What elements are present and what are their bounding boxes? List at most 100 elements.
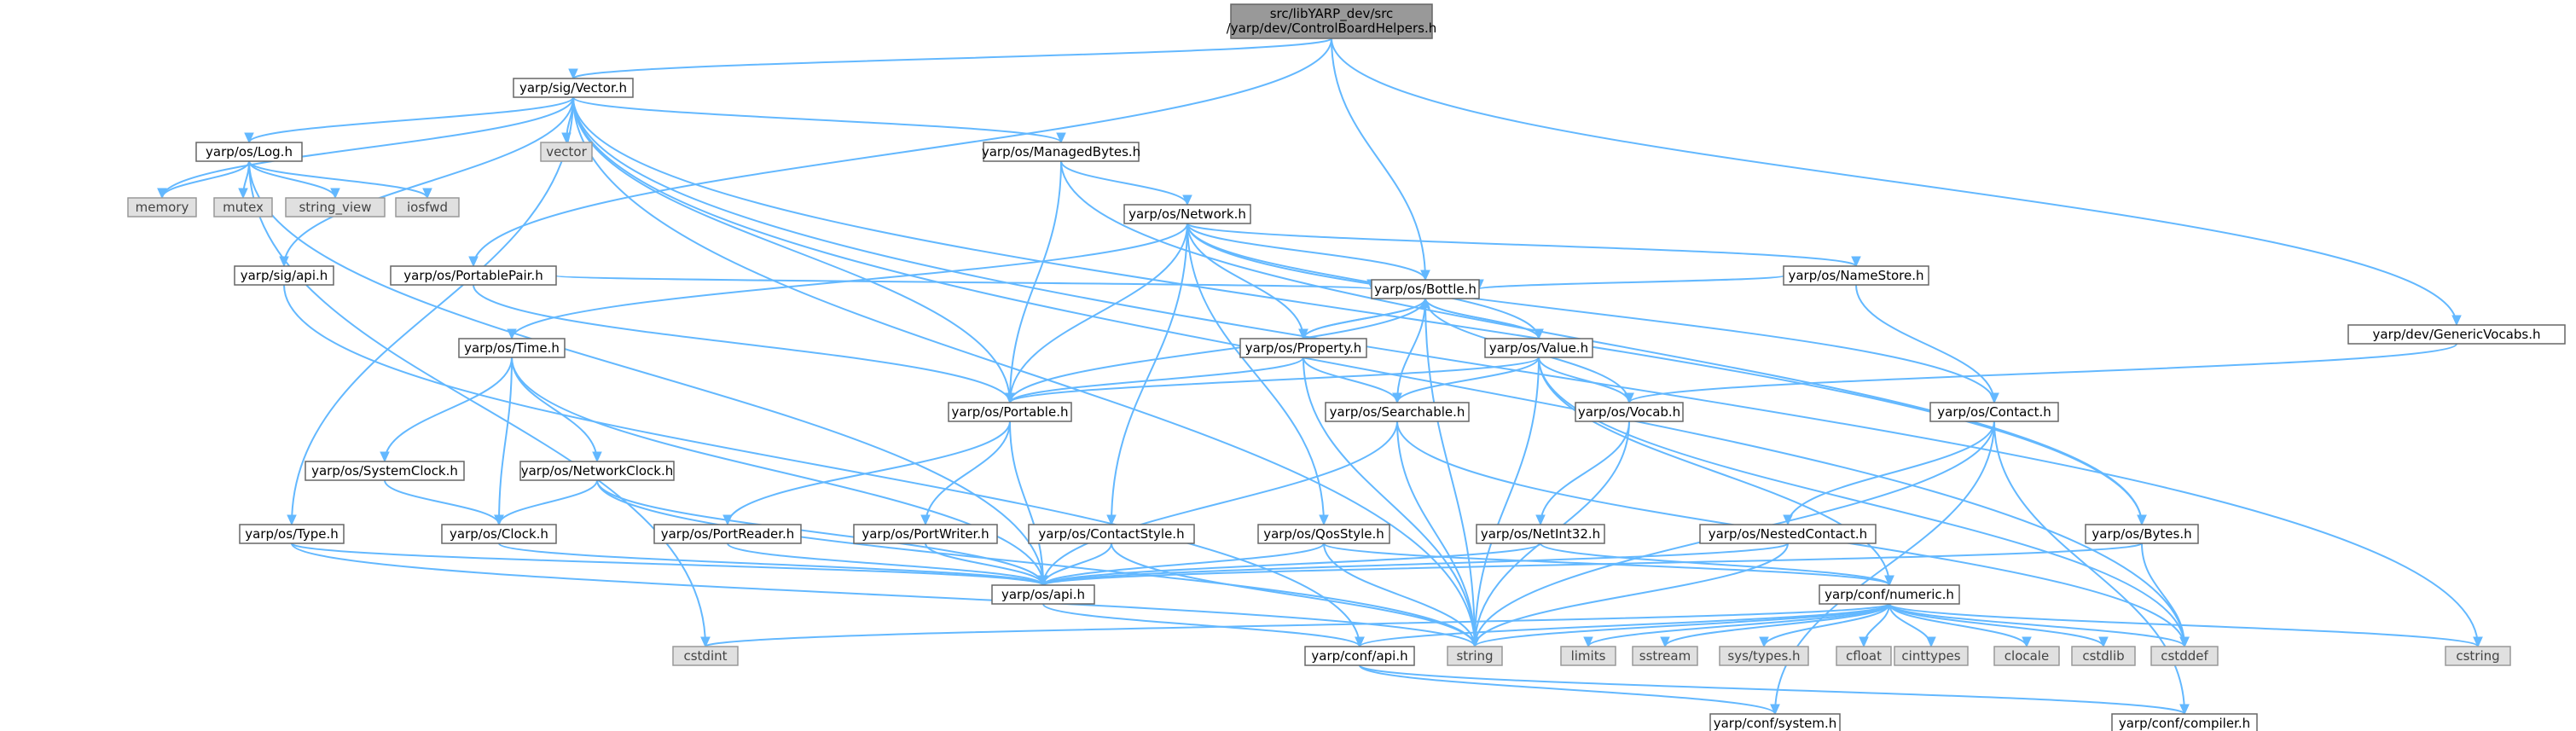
edge-arrowhead — [1056, 132, 1066, 144]
node-box — [1894, 646, 1969, 666]
root-node[interactable]: src/libYARP_dev/src/yarp/dev/ControlBoar… — [1227, 3, 1437, 39]
node-systypes: sys/types.h — [1719, 646, 1809, 666]
node-label: cstdlib — [2082, 648, 2124, 664]
include-edge — [1359, 664, 1776, 715]
include-edge — [727, 421, 1011, 525]
include-edge — [1774, 421, 1995, 715]
node-portablepair[interactable]: yarp/os/PortablePair.h — [390, 265, 557, 286]
include-edge — [498, 479, 598, 525]
edge-arrowhead — [1355, 636, 1365, 648]
include-edge — [1474, 603, 1890, 647]
node-vector-h[interactable]: yarp/sig/Vector.h — [513, 78, 634, 98]
node-bytes[interactable]: yarp/os/Bytes.h — [2085, 524, 2199, 544]
node-confsystem[interactable]: yarp/conf/system.h — [1709, 713, 1841, 731]
node-box — [2111, 713, 2258, 731]
node-osapi[interactable]: yarp/os/api.h — [991, 584, 1095, 605]
node-managedbytes[interactable]: yarp/os/ManagedBytes.h — [982, 142, 1140, 162]
include-edge — [1888, 603, 2028, 647]
node-label: sys/types.h — [1727, 648, 1800, 664]
node-box — [285, 197, 386, 218]
node-netint32[interactable]: yarp/os/NetInt32.h — [1476, 524, 1605, 544]
node-label: yarp/os/Clock.h — [450, 526, 548, 542]
include-edge — [1009, 160, 1062, 403]
node-mutex: mutex — [213, 197, 273, 218]
include-edge — [1474, 357, 1540, 647]
node-confcompiler[interactable]: yarp/conf/compiler.h — [2111, 713, 2258, 731]
include-edge — [1303, 357, 1476, 647]
include-edge — [555, 275, 1372, 290]
node-label: yarp/sig/api.h — [241, 268, 328, 283]
node-type[interactable]: yarp/os/Type.h — [239, 524, 345, 544]
include-edge — [248, 160, 428, 199]
node-portreader[interactable]: yarp/os/PortReader.h — [653, 524, 802, 544]
include-edge — [1763, 603, 1890, 647]
node-log[interactable]: yarp/os/Log.h — [195, 142, 303, 162]
edge-arrowhead — [1926, 636, 1936, 648]
node-nestedcontact[interactable]: yarp/os/NestedContact.h — [1699, 524, 1877, 544]
node-cstddef: cstddef — [2150, 646, 2219, 666]
node-bottle[interactable]: yarp/os/Bottle.h — [1371, 279, 1480, 299]
node-network[interactable]: yarp/os/Network.h — [1123, 204, 1251, 224]
edge-arrowhead — [1660, 636, 1670, 648]
node-box — [1929, 402, 2059, 422]
edge-arrowhead — [722, 514, 733, 526]
node-label: yarp/os/SystemClock.h — [311, 463, 458, 479]
node-box — [1239, 338, 1367, 358]
node-vocab[interactable]: yarp/os/Vocab.h — [1575, 402, 1684, 422]
node-box — [672, 646, 739, 666]
edge-arrowhead — [157, 188, 167, 200]
node-box — [2150, 646, 2219, 666]
edge-arrowhead — [2179, 636, 2190, 648]
node-sigapi[interactable]: yarp/sig/api.h — [234, 265, 334, 286]
node-box — [234, 265, 334, 286]
edge-arrowhead — [468, 256, 479, 268]
node-systemclock[interactable]: yarp/os/SystemClock.h — [305, 461, 465, 481]
node-label: cinttypes — [1901, 648, 1960, 664]
edge-arrowhead — [2473, 636, 2483, 648]
node-portwriter[interactable]: yarp/os/PortWriter.h — [853, 524, 998, 544]
node-qosstyle[interactable]: yarp/os/QosStyle.h — [1257, 524, 1390, 544]
node-time[interactable]: yarp/os/Time.h — [458, 338, 566, 358]
node-label: yarp/os/PortablePair.h — [403, 268, 543, 283]
node-namestore[interactable]: yarp/os/NameStore.h — [1783, 265, 1929, 286]
include-edge — [1538, 357, 1890, 586]
node-property[interactable]: yarp/os/Property.h — [1239, 338, 1367, 358]
include-edge — [572, 96, 2185, 647]
include-edge — [1042, 542, 2143, 586]
edge-arrowhead — [700, 636, 711, 648]
node-contact[interactable]: yarp/os/Contact.h — [1929, 402, 2059, 422]
include-edge — [1359, 603, 1890, 647]
node-iosfwd: iosfwd — [395, 197, 460, 218]
node-networkclock[interactable]: yarp/os/NetworkClock.h — [519, 461, 675, 481]
node-vector: vector — [540, 142, 593, 162]
node-confapi[interactable]: yarp/conf/api.h — [1304, 646, 1415, 666]
node-label: limits — [1571, 648, 1606, 664]
node-label: yarp/os/ContactStyle.h — [1038, 526, 1184, 542]
node-clock[interactable]: yarp/os/Clock.h — [441, 524, 557, 544]
node-value[interactable]: yarp/os/Value.h — [1484, 338, 1593, 358]
node-numeric[interactable]: yarp/conf/numeric.h — [1819, 584, 1960, 605]
node-genericvocabs[interactable]: yarp/dev/GenericVocabs.h — [2347, 324, 2566, 345]
node-contactstyle[interactable]: yarp/os/ContactStyle.h — [1028, 524, 1195, 544]
node-label: yarp/os/Contact.h — [1937, 404, 2051, 420]
node-box — [1028, 524, 1195, 544]
edge-arrowhead — [568, 68, 578, 80]
node-searchable[interactable]: yarp/os/Searchable.h — [1325, 402, 1470, 422]
node-label: yarp/os/Property.h — [1245, 340, 1361, 356]
edge-arrowhead — [330, 188, 340, 200]
node-label: yarp/conf/compiler.h — [2119, 716, 2250, 731]
node-memory: memory — [127, 197, 197, 218]
include-edge — [1538, 357, 1630, 403]
node-label: yarp/sig/Vector.h — [519, 80, 627, 96]
include-edge — [473, 38, 1332, 267]
include-edge — [1042, 542, 1325, 586]
edge-arrowhead — [244, 132, 254, 144]
edge-arrowhead — [238, 188, 248, 200]
node-label: yarp/conf/api.h — [1311, 648, 1407, 664]
include-edge — [1323, 542, 1476, 647]
node-label: memory — [136, 200, 189, 215]
include-edge — [1042, 421, 1398, 586]
node-portable[interactable]: yarp/os/Portable.h — [948, 402, 1072, 422]
node-box — [2347, 324, 2566, 345]
include-edge — [1888, 603, 2104, 647]
